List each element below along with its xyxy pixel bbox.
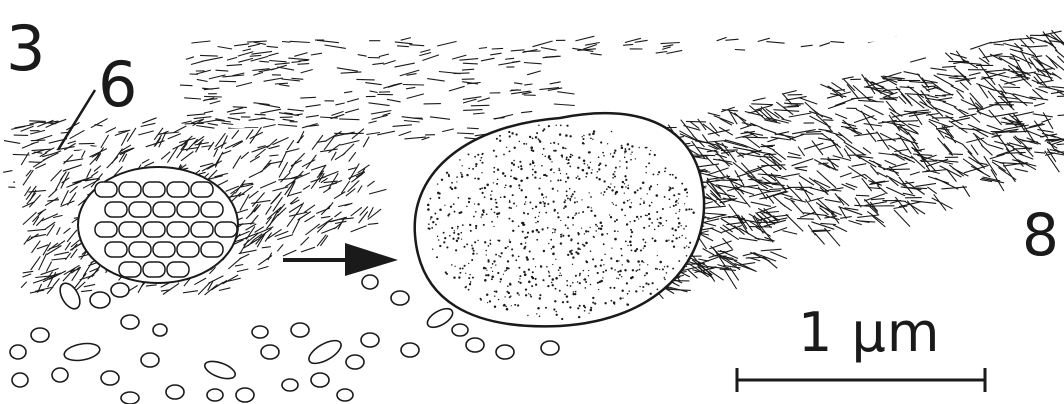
scale-bar-label: 1 µm (798, 306, 940, 360)
scale-bar (737, 368, 985, 392)
callout-label-8: 8 (1022, 206, 1059, 264)
right-fiber-bundle (415, 30, 1064, 327)
left-fiber-bundle (15, 127, 386, 297)
callout-label-6: 6 (98, 54, 137, 116)
panel-number: 3 (6, 18, 45, 80)
